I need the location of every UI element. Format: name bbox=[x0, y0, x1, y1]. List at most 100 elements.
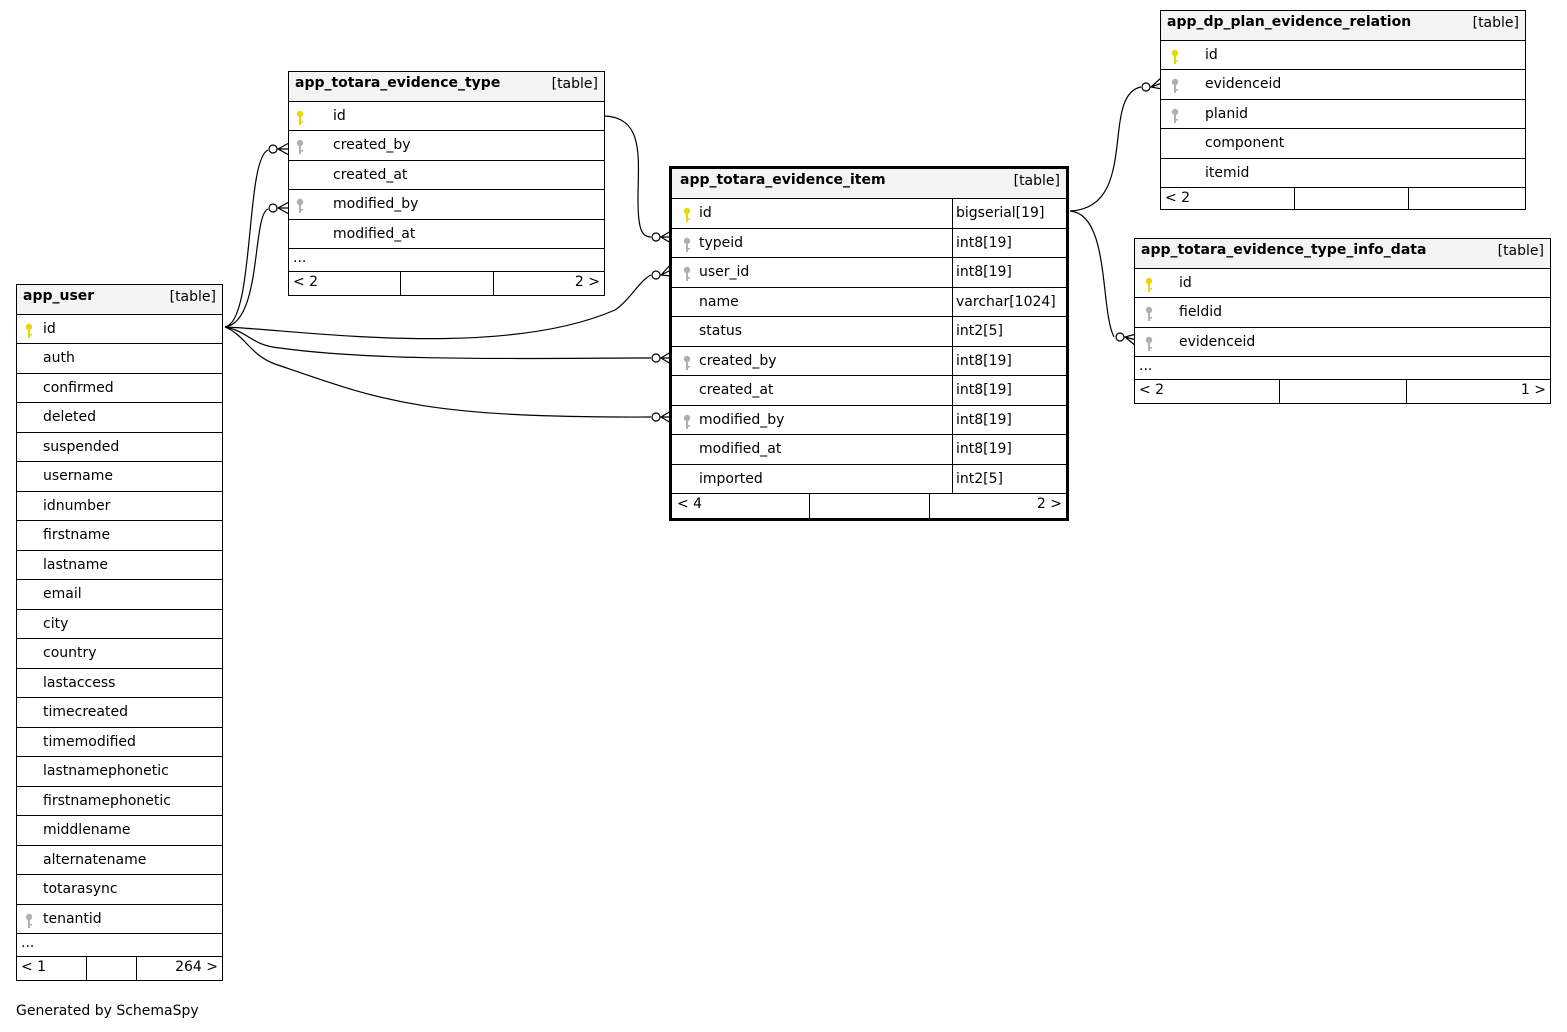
column-row-created-at[interactable]: created_at bbox=[289, 160, 604, 189]
column-row-country[interactable]: country bbox=[17, 638, 222, 668]
column-row-id[interactable]: id bbox=[1161, 40, 1525, 69]
column-divider bbox=[952, 347, 953, 375]
column-row-itemid[interactable]: itemid bbox=[1161, 158, 1525, 187]
child-count[interactable]: 2 > bbox=[574, 274, 600, 290]
parent-count[interactable]: < 2 bbox=[293, 274, 319, 290]
column-row-timemodified[interactable]: timemodified bbox=[17, 727, 222, 756]
column-row-modified-at[interactable]: modified_at bbox=[289, 219, 604, 248]
table-footer: < 4 2 > bbox=[672, 493, 1066, 518]
column-name: deleted bbox=[43, 409, 96, 425]
foreign-key-icon bbox=[683, 237, 691, 257]
column-name: alternatename bbox=[43, 852, 147, 868]
column-name: name bbox=[699, 294, 739, 310]
foreign-key-icon bbox=[25, 913, 33, 933]
column-name: totarasync bbox=[43, 881, 118, 897]
table-footer: < 1 264 > bbox=[17, 956, 222, 980]
column-name: created_at bbox=[333, 167, 408, 183]
column-divider bbox=[952, 406, 953, 434]
column-name: created_by bbox=[699, 353, 777, 369]
column-row-id[interactable]: id bbox=[17, 314, 222, 343]
column-row-timecreated[interactable]: timecreated bbox=[17, 697, 222, 727]
foreign-key-icon bbox=[683, 414, 691, 434]
generated-by-note: Generated by SchemaSpy bbox=[16, 1003, 199, 1019]
parent-count[interactable]: < 2 bbox=[1139, 382, 1165, 398]
column-row-lastaccess[interactable]: lastaccess bbox=[17, 668, 222, 697]
table-footer: < 2 2 > bbox=[289, 271, 604, 295]
column-row-confirmed[interactable]: confirmed bbox=[17, 373, 222, 402]
column-divider bbox=[952, 288, 953, 316]
column-name: evidenceid bbox=[1179, 334, 1256, 350]
column-type: int8[19] bbox=[956, 353, 1012, 369]
column-divider bbox=[952, 258, 953, 287]
footer-divider bbox=[1279, 380, 1280, 403]
column-row-planid[interactable]: planid bbox=[1161, 99, 1525, 128]
column-name: country bbox=[43, 645, 97, 661]
column-row-id[interactable]: id bbox=[1135, 268, 1550, 297]
link-user-to-type-modified-by bbox=[224, 208, 269, 328]
primary-key-icon bbox=[25, 323, 33, 343]
optional-marker bbox=[651, 270, 661, 280]
more-columns[interactable]: ... bbox=[289, 248, 604, 271]
column-row-username[interactable]: username bbox=[17, 461, 222, 491]
column-row-lastname[interactable]: lastname bbox=[17, 550, 222, 579]
column-row-created-by[interactable]: created_by bbox=[289, 130, 604, 160]
column-row-created-by[interactable]: created_by int8[19] bbox=[672, 346, 1066, 375]
child-count[interactable]: 264 > bbox=[175, 959, 218, 975]
column-row-alternatename[interactable]: alternatename bbox=[17, 845, 222, 874]
parent-count[interactable]: < 4 bbox=[677, 496, 703, 512]
footer-divider bbox=[809, 494, 810, 518]
primary-key-icon bbox=[683, 207, 691, 227]
parent-count[interactable]: < 2 bbox=[1165, 190, 1191, 206]
column-type: int8[19] bbox=[956, 235, 1012, 251]
column-row-email[interactable]: email bbox=[17, 579, 222, 609]
column-row-suspended[interactable]: suspended bbox=[17, 432, 222, 461]
table-header: app_totara_evidence_type_info_data [tabl… bbox=[1135, 239, 1550, 268]
parent-count[interactable]: < 1 bbox=[21, 959, 47, 975]
more-columns[interactable]: ... bbox=[1135, 356, 1550, 379]
table-app-totara-evidence-type[interactable]: app_totara_evidence_type [table] id crea… bbox=[288, 71, 605, 296]
column-row-totarasync[interactable]: totarasync bbox=[17, 874, 222, 904]
link-user-to-item-created-by bbox=[224, 326, 652, 360]
table-app-dp-plan-evidence-relation[interactable]: app_dp_plan_evidence_relation [table] id… bbox=[1160, 10, 1526, 210]
column-name: firstname bbox=[43, 527, 111, 543]
table-name: app_totara_evidence_item bbox=[680, 172, 886, 188]
table-kind: [table] bbox=[169, 289, 216, 305]
table-app-totara-evidence-type-info-data[interactable]: app_totara_evidence_type_info_data [tabl… bbox=[1134, 238, 1551, 404]
column-row-fieldid[interactable]: fieldid bbox=[1135, 297, 1550, 327]
column-row-auth[interactable]: auth bbox=[17, 343, 222, 373]
column-row-lastnamephonetic[interactable]: lastnamephonetic bbox=[17, 756, 222, 786]
column-name: tenantid bbox=[43, 911, 102, 927]
column-row-tenantid[interactable]: tenantid bbox=[17, 904, 222, 933]
column-type: bigserial[19] bbox=[956, 205, 1045, 221]
column-row-middlename[interactable]: middlename bbox=[17, 815, 222, 845]
column-row-id[interactable]: id bbox=[289, 101, 604, 130]
column-row-firstname[interactable]: firstname bbox=[17, 520, 222, 550]
column-row-modified-by[interactable]: modified_by bbox=[289, 189, 604, 219]
child-count[interactable]: 2 > bbox=[1036, 496, 1062, 512]
column-row-deleted[interactable]: deleted bbox=[17, 402, 222, 432]
column-row-evidenceid[interactable]: evidenceid bbox=[1161, 69, 1525, 99]
child-count[interactable]: 1 > bbox=[1520, 382, 1546, 398]
column-row-idnumber[interactable]: idnumber bbox=[17, 491, 222, 520]
column-name: id bbox=[1179, 275, 1192, 291]
table-name: app_totara_evidence_type_info_data bbox=[1141, 242, 1427, 258]
column-row-firstnamephonetic[interactable]: firstnamephonetic bbox=[17, 786, 222, 815]
column-row-component[interactable]: component bbox=[1161, 128, 1525, 158]
more-columns[interactable]: ... bbox=[17, 933, 222, 956]
column-type: int8[19] bbox=[956, 441, 1012, 457]
column-row-city[interactable]: city bbox=[17, 609, 222, 638]
column-row-evidenceid[interactable]: evidenceid bbox=[1135, 327, 1550, 356]
column-name: status bbox=[699, 323, 743, 339]
optional-marker bbox=[651, 412, 661, 422]
